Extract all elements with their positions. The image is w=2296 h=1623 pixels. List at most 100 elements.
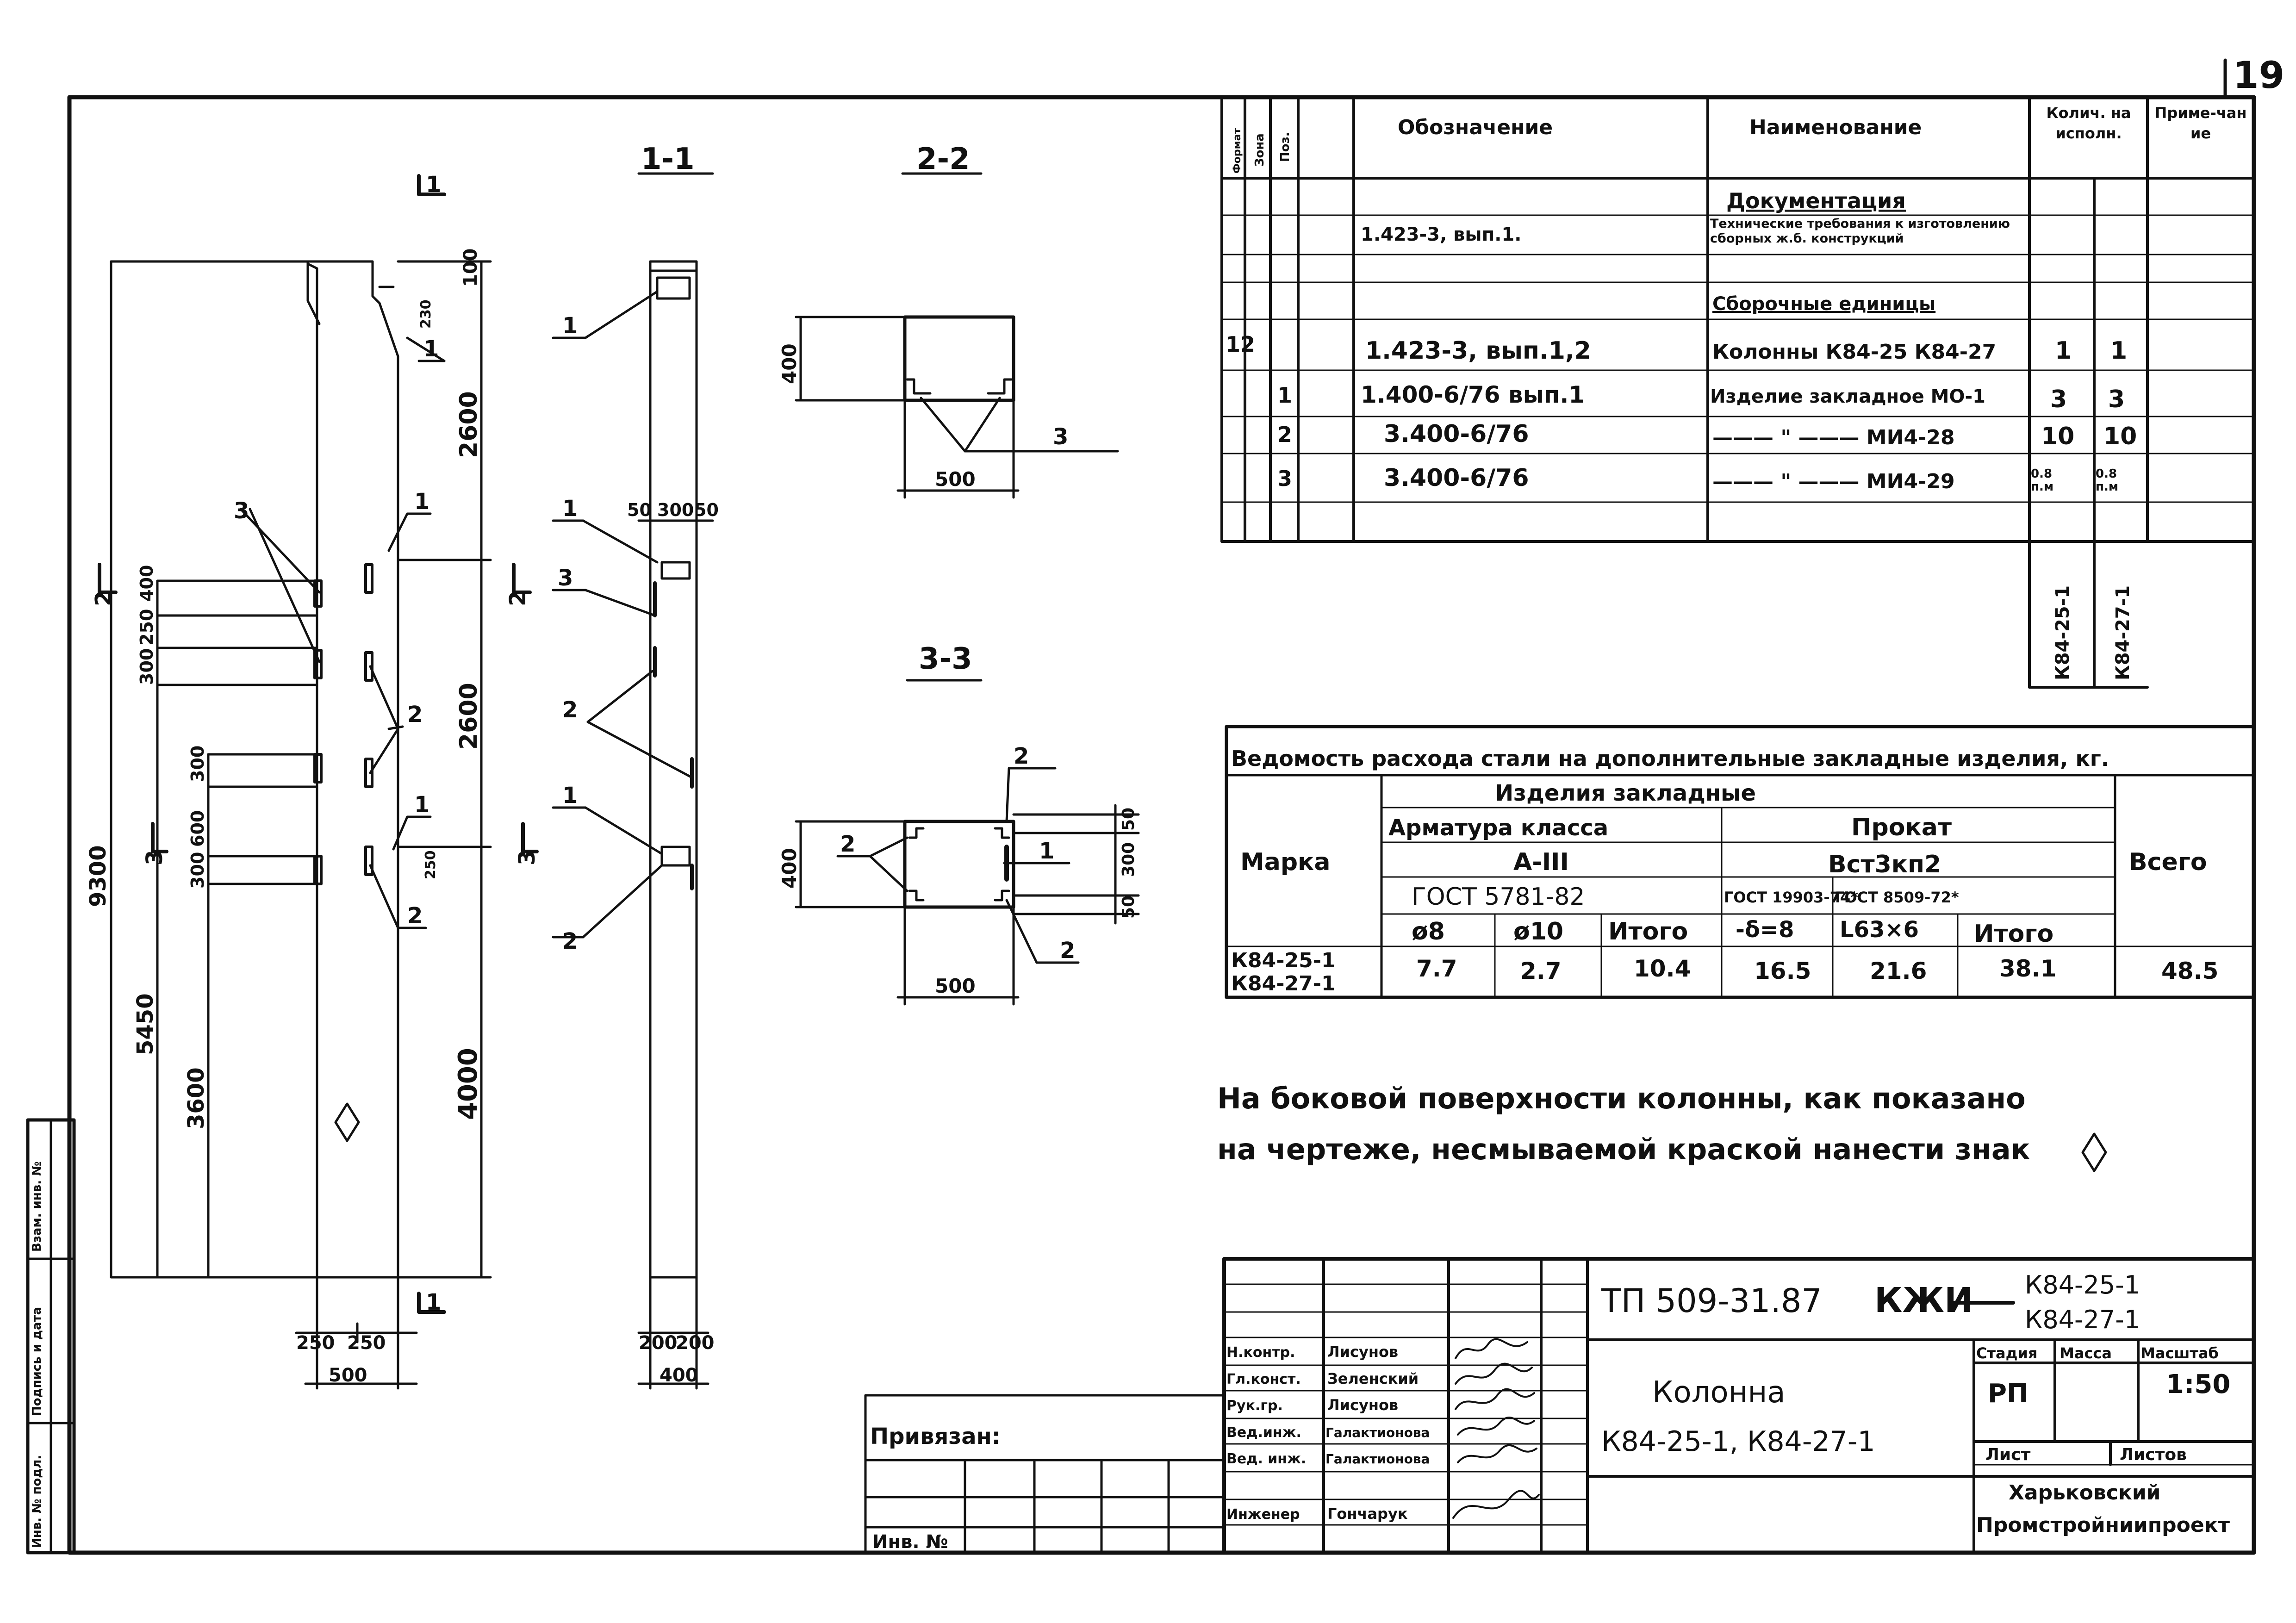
steel-table — [1225, 725, 2256, 999]
dim-overall: 9300 — [85, 845, 111, 907]
dim-bottom-500: 500 — [329, 1365, 367, 1386]
spec-row5-pos: 2 — [1277, 422, 1292, 447]
tb-scale-label: Масштаб — [2140, 1344, 2219, 1362]
spec-row1-name: Технические требования к изготовлению сб… — [1710, 217, 2010, 246]
spec-variant-1: К84-25-1 — [2052, 585, 2073, 680]
sec33-dim-50a: 50 — [1119, 808, 1138, 831]
steel-col-total: Всего — [2129, 848, 2207, 876]
spec-row5-q2: 10 — [2103, 423, 2137, 450]
sec33-callout-2-left: 2 — [840, 831, 855, 857]
page-number: 19 — [2233, 54, 2284, 97]
steel-val-d10: 2.7 — [1520, 958, 1562, 984]
spec-row3-format: 12 — [1226, 332, 1255, 357]
sec33-callout-2-bottom: 2 — [1060, 938, 1075, 964]
steel-col-marka: Марка — [1240, 848, 1330, 876]
side-callout-2b: 2 — [562, 928, 578, 954]
dim-300a: 300 — [137, 648, 157, 685]
steel-val-d8: 7.7 — [1416, 955, 1457, 982]
spec-row6-q2: 0.8 п.м — [2096, 467, 2119, 494]
side-bottom-dim-400: 400 — [660, 1365, 698, 1386]
tb-mark-1: К84-25-1 — [2025, 1270, 2140, 1300]
tb-name-4: Галактионова — [1325, 1425, 1430, 1440]
spec-row5-name: ——— " ——— МИ4-28 — [1712, 426, 1955, 449]
steel-val-total1: 10.4 — [1634, 955, 1691, 982]
steel-val-total2: 38.1 — [1999, 955, 2056, 982]
side-bottom-dim-200b: 200 — [676, 1332, 715, 1354]
tb-code: ТП 509-31.87 — [1601, 1282, 1822, 1320]
tb-role-3: Рук.гр. — [1226, 1398, 1283, 1414]
tb-name-2: Зеленский — [1327, 1370, 1419, 1387]
tb-name-5: Галактионова — [1325, 1451, 1430, 1467]
spec-header-pos: Поз. — [1278, 132, 1292, 162]
spec-header-qty: Колич. на исполн. — [2046, 104, 2131, 142]
dim-5450: 5450 — [132, 993, 158, 1055]
side-callout-1c: 1 — [562, 783, 578, 808]
steel-val-grand: 48.5 — [2161, 958, 2218, 984]
steel-title: Ведомость расхода стали на дополнительны… — [1231, 746, 2109, 771]
tb-org-1: Харьковский — [2009, 1481, 2160, 1505]
sec22-dim-width: 500 — [935, 468, 976, 491]
steel-col-prokat: Прокат — [1851, 814, 1952, 841]
tb-stage-label: Стадия — [1976, 1344, 2037, 1362]
spec-row3-q1: 1 — [2055, 337, 2072, 365]
dim-400: 400 — [137, 565, 157, 602]
dim-right-4000: 4000 — [453, 1048, 483, 1120]
spec-row3-name: Колонны К84-25 К84-27 — [1712, 340, 1996, 364]
tb-name-1: Лисунов — [1327, 1343, 1398, 1361]
signature-5 — [1457, 1444, 1537, 1463]
section-1-1-title: 1-1 — [641, 142, 695, 176]
cut-1-top-label: 1 — [426, 172, 441, 198]
section-3-3-title: 3-3 — [919, 642, 972, 676]
signature-1 — [1455, 1338, 1528, 1359]
tb-role-4: Вед.инж. — [1226, 1424, 1301, 1441]
section-1-1-labels: 1-1 50 300 50 200 200 400 1 1 3 2 1 2 — [558, 142, 719, 1386]
cut-2-left-label: 2 — [91, 591, 117, 606]
elevation-labels: 9300 100 2600 2600 4000 400 250 300 300 … — [85, 172, 540, 1386]
tb-org-2: Промстройниипроект — [1976, 1513, 2230, 1537]
tb-sheets-label: Листов — [2120, 1445, 2187, 1464]
cut-3-left-label: 3 — [142, 850, 168, 865]
title-block-text: ТП 509-31.87 КЖИ К84-25-1 К84-27-1 Колон… — [1226, 1270, 2230, 1537]
tb-stage: РП — [1988, 1379, 2028, 1409]
dim-right-2600a: 2600 — [455, 391, 483, 458]
stamp-replace-inv: Взам. инв. № — [30, 1162, 44, 1252]
callout-3: 3 — [234, 498, 249, 524]
tb-sheet-label: Лист — [1985, 1445, 2030, 1464]
stamp-sign-date: Подпись и дата — [30, 1307, 44, 1416]
cut-3-right-label: 3 — [514, 850, 540, 865]
callout-2a: 2 — [407, 702, 423, 728]
sec22-dim-height: 400 — [778, 343, 801, 384]
callout-2b: 2 — [407, 903, 423, 929]
dim-bottom-250b: 250 — [347, 1332, 386, 1354]
tb-role-2: Гл.конст. — [1226, 1371, 1301, 1387]
tb-role-5: Вед. инж. — [1226, 1451, 1306, 1467]
steel-marka-1: К84-25-1 — [1231, 949, 1336, 972]
side-top-dim-50a: 50 — [627, 500, 652, 520]
side-callout-2: 2 — [562, 697, 578, 723]
spec-row4-designation: 1.400-6/76 вып.1 — [1361, 381, 1585, 408]
dim-3600: 3600 — [183, 1067, 209, 1129]
steel-prokat-steel: Вст3кп2 — [1828, 851, 1941, 878]
note: На боковой поверхности колонны, как пока… — [1217, 1082, 2107, 1172]
marking-sign-icon — [334, 1102, 360, 1142]
side-top-dim-300: 300 — [657, 500, 694, 520]
spec-row6-name: ——— " ——— МИ4-29 — [1712, 470, 1955, 493]
side-top-dim-50b: 50 — [694, 500, 719, 520]
dim-bottom-250a: 250 — [296, 1332, 335, 1354]
tb-role-1: Н.контр. — [1226, 1344, 1295, 1361]
steel-sub-d10: ø10 — [1513, 918, 1563, 945]
section-2-2 — [795, 172, 1119, 499]
column-elevation — [98, 174, 539, 1390]
signature-3 — [1455, 1388, 1535, 1410]
tb-name-3: Лисунов — [1327, 1396, 1398, 1414]
spec-row6-q1: 0.8 п.м — [2031, 467, 2054, 494]
spec-row6-designation: 3.400-6/76 — [1384, 464, 1529, 492]
dim-300b: 300 — [187, 746, 208, 782]
spec-row3-designation: 1.423-3, вып.1,2 — [1365, 337, 1591, 365]
spec-row6-pos: 3 — [1277, 466, 1292, 491]
dim-right-2600b: 2600 — [455, 683, 483, 750]
steel-armatura-gost: ГОСТ 5781-82 — [1412, 883, 1585, 911]
sec33-dim-width: 500 — [935, 975, 976, 997]
tb-kzhi: КЖИ — [1874, 1281, 1973, 1320]
sec33-dim-50b: 50 — [1119, 895, 1138, 919]
